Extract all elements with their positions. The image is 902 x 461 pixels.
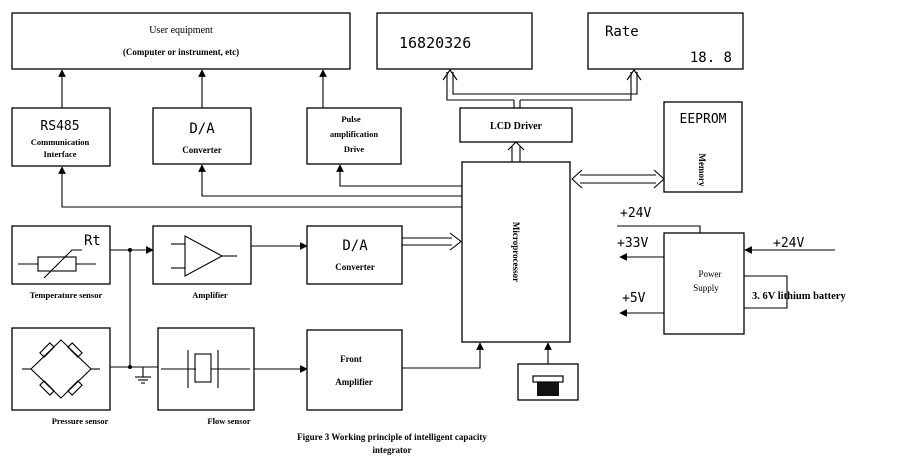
rs485-box: RS485 Communication Interface [11, 107, 111, 167]
display-rate-value: 18. 8 [690, 50, 732, 66]
display-total-box: 16820326 [376, 12, 533, 70]
front-amplifier-line1: Front [340, 354, 362, 364]
power-out-5v: +5V [622, 291, 646, 306]
da-top-title: D/A [189, 121, 215, 137]
keypad-box [517, 363, 579, 401]
power-supply-box: Power Supply [663, 232, 745, 335]
user-equipment-title: User equipment [149, 25, 213, 36]
temperature-sensor-caption: Temperature sensor [30, 290, 103, 300]
user-equipment-subtitle: (Computer or instrument, etc) [123, 47, 239, 57]
thermistor-icon [18, 249, 96, 279]
microprocessor-label: Microprocessor [511, 222, 521, 282]
lcd-driver-label: LCD Driver [490, 121, 542, 132]
eeprom-title: EEPROM [680, 112, 727, 127]
power-out-33v: +33V [617, 236, 648, 251]
battery-label: 3. 6V lithium battery [752, 291, 846, 302]
user-equipment-box: User equipment (Computer or instrument, … [11, 12, 351, 70]
microprocessor-box: Microprocessor [461, 161, 571, 343]
rs485-line2: Interface [43, 149, 76, 159]
figure-caption-line1: Figure 3 Working principle of intelligen… [297, 432, 487, 442]
display-total-value: 16820326 [399, 34, 471, 52]
lcd-driver-box: LCD Driver [459, 107, 573, 143]
da-converter-mid-box: D/A Converter [306, 225, 403, 285]
display-rate-box: Rate 18. 8 [587, 12, 744, 70]
pulse-line1: Pulse [341, 114, 361, 124]
da-converter-top-box: D/A Converter [152, 107, 252, 165]
front-amplifier-box: Front Amplifier [306, 329, 403, 411]
pulse-drive-box: Pulse amplification Drive [306, 107, 402, 165]
rs485-title: RS485 [40, 119, 79, 134]
power-in-24v-top: +24V [620, 206, 651, 221]
front-amplifier-line2: Amplifier [335, 377, 373, 387]
eeprom-box: EEPROM Memory [663, 101, 743, 193]
bridge-icon [22, 339, 100, 399]
flow-sensor-box: Flow sensor [157, 327, 255, 426]
power-in-24v-right: +24V [773, 236, 804, 251]
temperature-sensor-box: Rt Temperature sensor [11, 225, 111, 300]
amplifier-box: Amplifier [152, 225, 252, 300]
power-line2: Supply [693, 283, 719, 293]
rs485-line1: Communication [31, 137, 90, 147]
da-mid-title: D/A [342, 238, 368, 254]
power-line1: Power [699, 269, 722, 279]
pressure-sensor-box: Pressure sensor [11, 327, 111, 426]
figure-caption-line2: integrator [373, 445, 412, 455]
amplifier-caption: Amplifier [192, 290, 228, 300]
da-top-sub: Converter [182, 145, 221, 155]
pulse-line3: Drive [344, 144, 365, 154]
op-amp-icon [171, 235, 237, 277]
pulse-line2: amplification [330, 129, 378, 139]
temperature-rt-symbol: Rt [84, 233, 101, 249]
pressure-sensor-caption: Pressure sensor [52, 416, 109, 426]
display-rate-label: Rate [605, 24, 639, 40]
da-mid-sub: Converter [335, 262, 374, 272]
flow-sensor-caption: Flow sensor [207, 416, 250, 426]
flow-element-icon [161, 350, 250, 388]
eeprom-memory-label: Memory [697, 154, 707, 187]
